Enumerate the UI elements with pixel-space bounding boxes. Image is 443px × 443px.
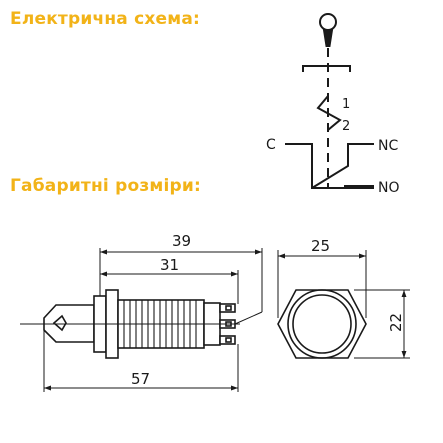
common-terminal-line xyxy=(285,143,374,189)
common-label: C xyxy=(266,137,276,153)
switch-front-view xyxy=(277,289,367,359)
dimension-57-label: 57 xyxy=(131,370,150,388)
nc-contact-line xyxy=(311,143,374,189)
front-dimension-lines xyxy=(277,250,410,359)
no-label: NO xyxy=(378,180,400,196)
hex-nut-outline xyxy=(277,289,367,359)
side-dimension-lines xyxy=(43,248,263,392)
electrical-diagram-heading: Електрична схема: xyxy=(10,9,201,29)
contact-zigzag xyxy=(316,95,342,131)
nc-label: NC xyxy=(378,138,398,154)
dimension-22-label: 22 xyxy=(387,313,405,332)
pin-2-label: 2 xyxy=(342,119,350,134)
switch-side-view xyxy=(20,289,263,359)
key-symbol-icon xyxy=(319,13,337,47)
actuator-bracket xyxy=(302,65,351,72)
pin-1-label: 1 xyxy=(342,97,350,112)
front-face-inner xyxy=(292,294,352,354)
overall-dimensions-heading: Габаритні розміри: xyxy=(10,176,201,196)
dimension-25-label: 25 xyxy=(311,237,330,255)
switch-schematic xyxy=(285,13,374,189)
lead-wire xyxy=(234,311,263,325)
dimension-39-label: 39 xyxy=(172,232,191,250)
front-face-outer xyxy=(287,289,357,359)
dimension-31-label: 31 xyxy=(160,256,179,274)
